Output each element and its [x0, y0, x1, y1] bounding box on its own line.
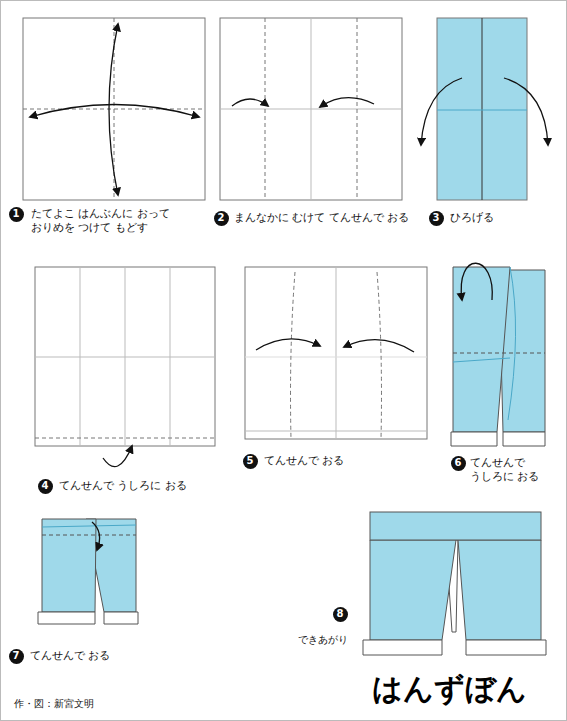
step-number-text: 4 [42, 481, 49, 491]
step-number-text: 6 [455, 458, 462, 468]
step-number: 7 [9, 649, 24, 664]
step6-pants [451, 263, 545, 446]
step-number-text: 5 [247, 456, 254, 466]
title: はんずぼん [372, 671, 527, 707]
step1-paper [23, 18, 205, 200]
step4-paper [35, 267, 215, 467]
step-number: 3 [429, 211, 444, 226]
step-caption: できあがり [298, 633, 378, 647]
step-caption: たてよこ はんぶんに おって おりめを つけて もどす [31, 207, 201, 235]
step-number-text: 1 [13, 209, 20, 219]
credit-note: 作・図：新宮文明 [14, 697, 174, 711]
step-number-text: 7 [13, 651, 20, 661]
step7-pants [38, 519, 138, 624]
step-caption: ひろげる [450, 211, 530, 225]
step-number-text: 3 [433, 213, 440, 223]
step-caption: てんせんで おる [30, 649, 160, 663]
step-number: 5 [243, 454, 258, 469]
step5-paper [245, 267, 427, 439]
step3-paper [421, 18, 548, 200]
step-number-text: 8 [337, 609, 344, 619]
step-number: 6 [451, 456, 466, 471]
step-caption: てんせんで おる [264, 454, 404, 468]
step-caption: まんなかに むけて てんせんで おる [234, 211, 434, 225]
step-number-text: 2 [218, 213, 225, 223]
step2-paper [220, 18, 402, 200]
step-number: 4 [38, 479, 53, 494]
step-number: 8 [333, 607, 348, 622]
step-caption: てんせんで うしろに おる [59, 479, 229, 493]
step-number: 1 [9, 207, 24, 222]
finished-pants [363, 512, 546, 655]
step-number: 2 [214, 211, 229, 226]
step-caption: てんせんで うしろに おる [470, 456, 550, 484]
